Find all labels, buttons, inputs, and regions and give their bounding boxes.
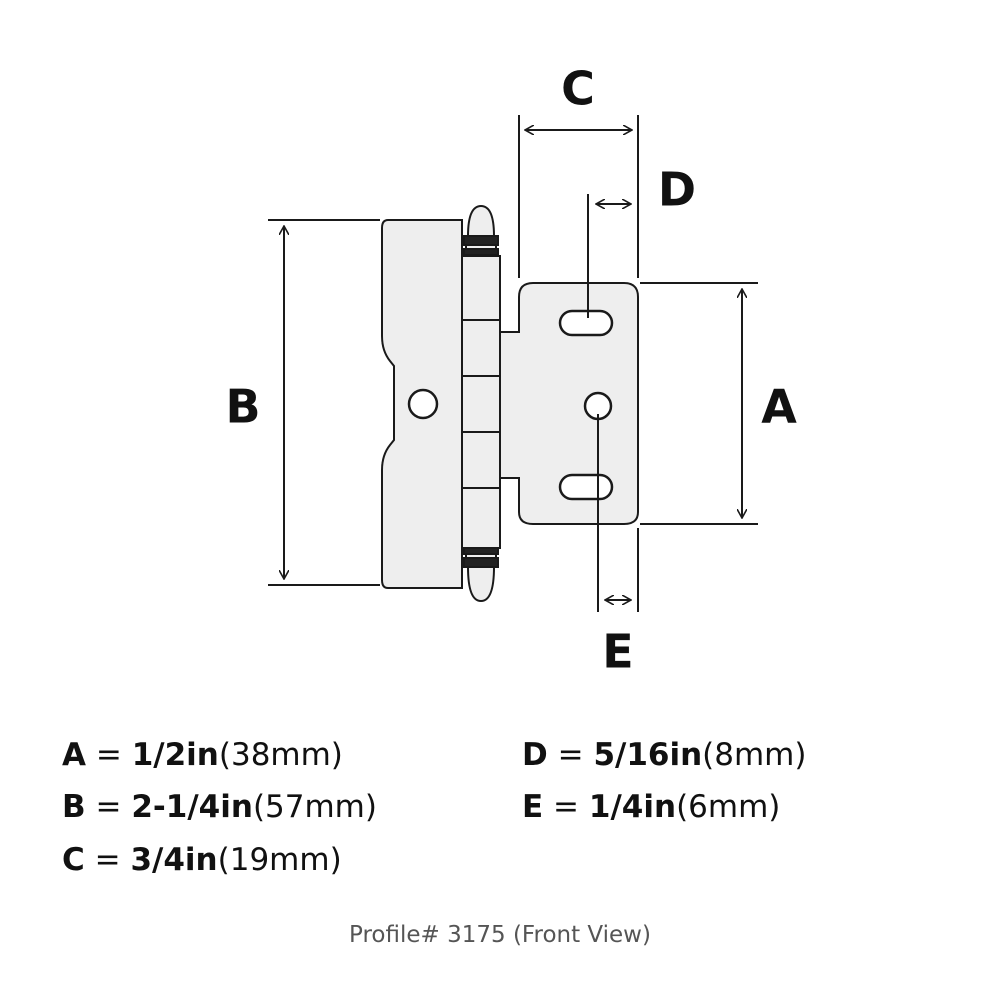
barrel-segment: [461, 255, 501, 321]
hinge-diagram: B A C D E: [225, 62, 797, 679]
spec-key: A: [62, 737, 86, 773]
spec-metric: (38mm): [218, 737, 343, 773]
spec-row-b: B = 2-1/4in(57mm): [62, 792, 377, 823]
right-leaf-bottom-slot: [558, 473, 614, 501]
spec-row-c: C = 3/4in(19mm): [62, 845, 342, 876]
dimension-b-label: B: [225, 380, 260, 434]
spec-imperial: 1/2in: [131, 737, 219, 773]
profile-caption: Profile# 3175 (Front View): [349, 922, 651, 948]
spec-metric: (19mm): [217, 842, 342, 878]
right-leaf-top-slot: [558, 309, 614, 337]
dimension-c-callout: [518, 115, 639, 278]
dimension-a-callout: [640, 282, 758, 525]
spec-row-e: E = 1/4in(6mm): [522, 792, 780, 823]
spec-row-d: D = 5/16in(8mm): [522, 740, 806, 771]
barrel-segment: [461, 319, 501, 377]
barrel-segment: [461, 487, 501, 549]
spec-equals: =: [553, 789, 580, 825]
spec-key: C: [62, 842, 85, 878]
hinge-right-leaf: [499, 282, 639, 525]
dimension-a-label: A: [761, 380, 797, 434]
spec-row-a: A = 1/2in(38mm): [62, 740, 343, 771]
dimension-e-label: E: [602, 625, 633, 679]
hinge-barrel: [461, 204, 501, 603]
spec-metric: (57mm): [252, 789, 377, 825]
barrel-segment: [461, 431, 501, 489]
spec-imperial: 1/4in: [588, 789, 677, 825]
spec-equals: =: [95, 737, 122, 773]
spec-imperial: 5/16in: [593, 737, 703, 773]
barrel-top-finial: [466, 204, 496, 237]
spec-metric: (6mm): [676, 789, 781, 825]
barrel-segment: [461, 375, 501, 433]
spec-equals: =: [95, 789, 122, 825]
spec-key: B: [62, 789, 86, 825]
spec-imperial: 3/4in: [130, 842, 218, 878]
dimension-d-label: D: [658, 163, 696, 217]
dimension-c-label: C: [561, 62, 595, 116]
dimension-e-callout: [597, 414, 639, 612]
spec-key: E: [522, 789, 544, 825]
dimension-d-callout: [587, 194, 631, 318]
left-leaf-screw-hole: [407, 388, 439, 420]
barrel-bottom-finial: [466, 566, 496, 603]
spec-key: D: [522, 737, 548, 773]
spec-imperial: 2-1/4in: [131, 789, 253, 825]
spec-equals: =: [557, 737, 584, 773]
spec-equals: =: [94, 842, 121, 878]
spec-metric: (8mm): [702, 737, 807, 773]
dimension-b-callout: [268, 219, 380, 586]
